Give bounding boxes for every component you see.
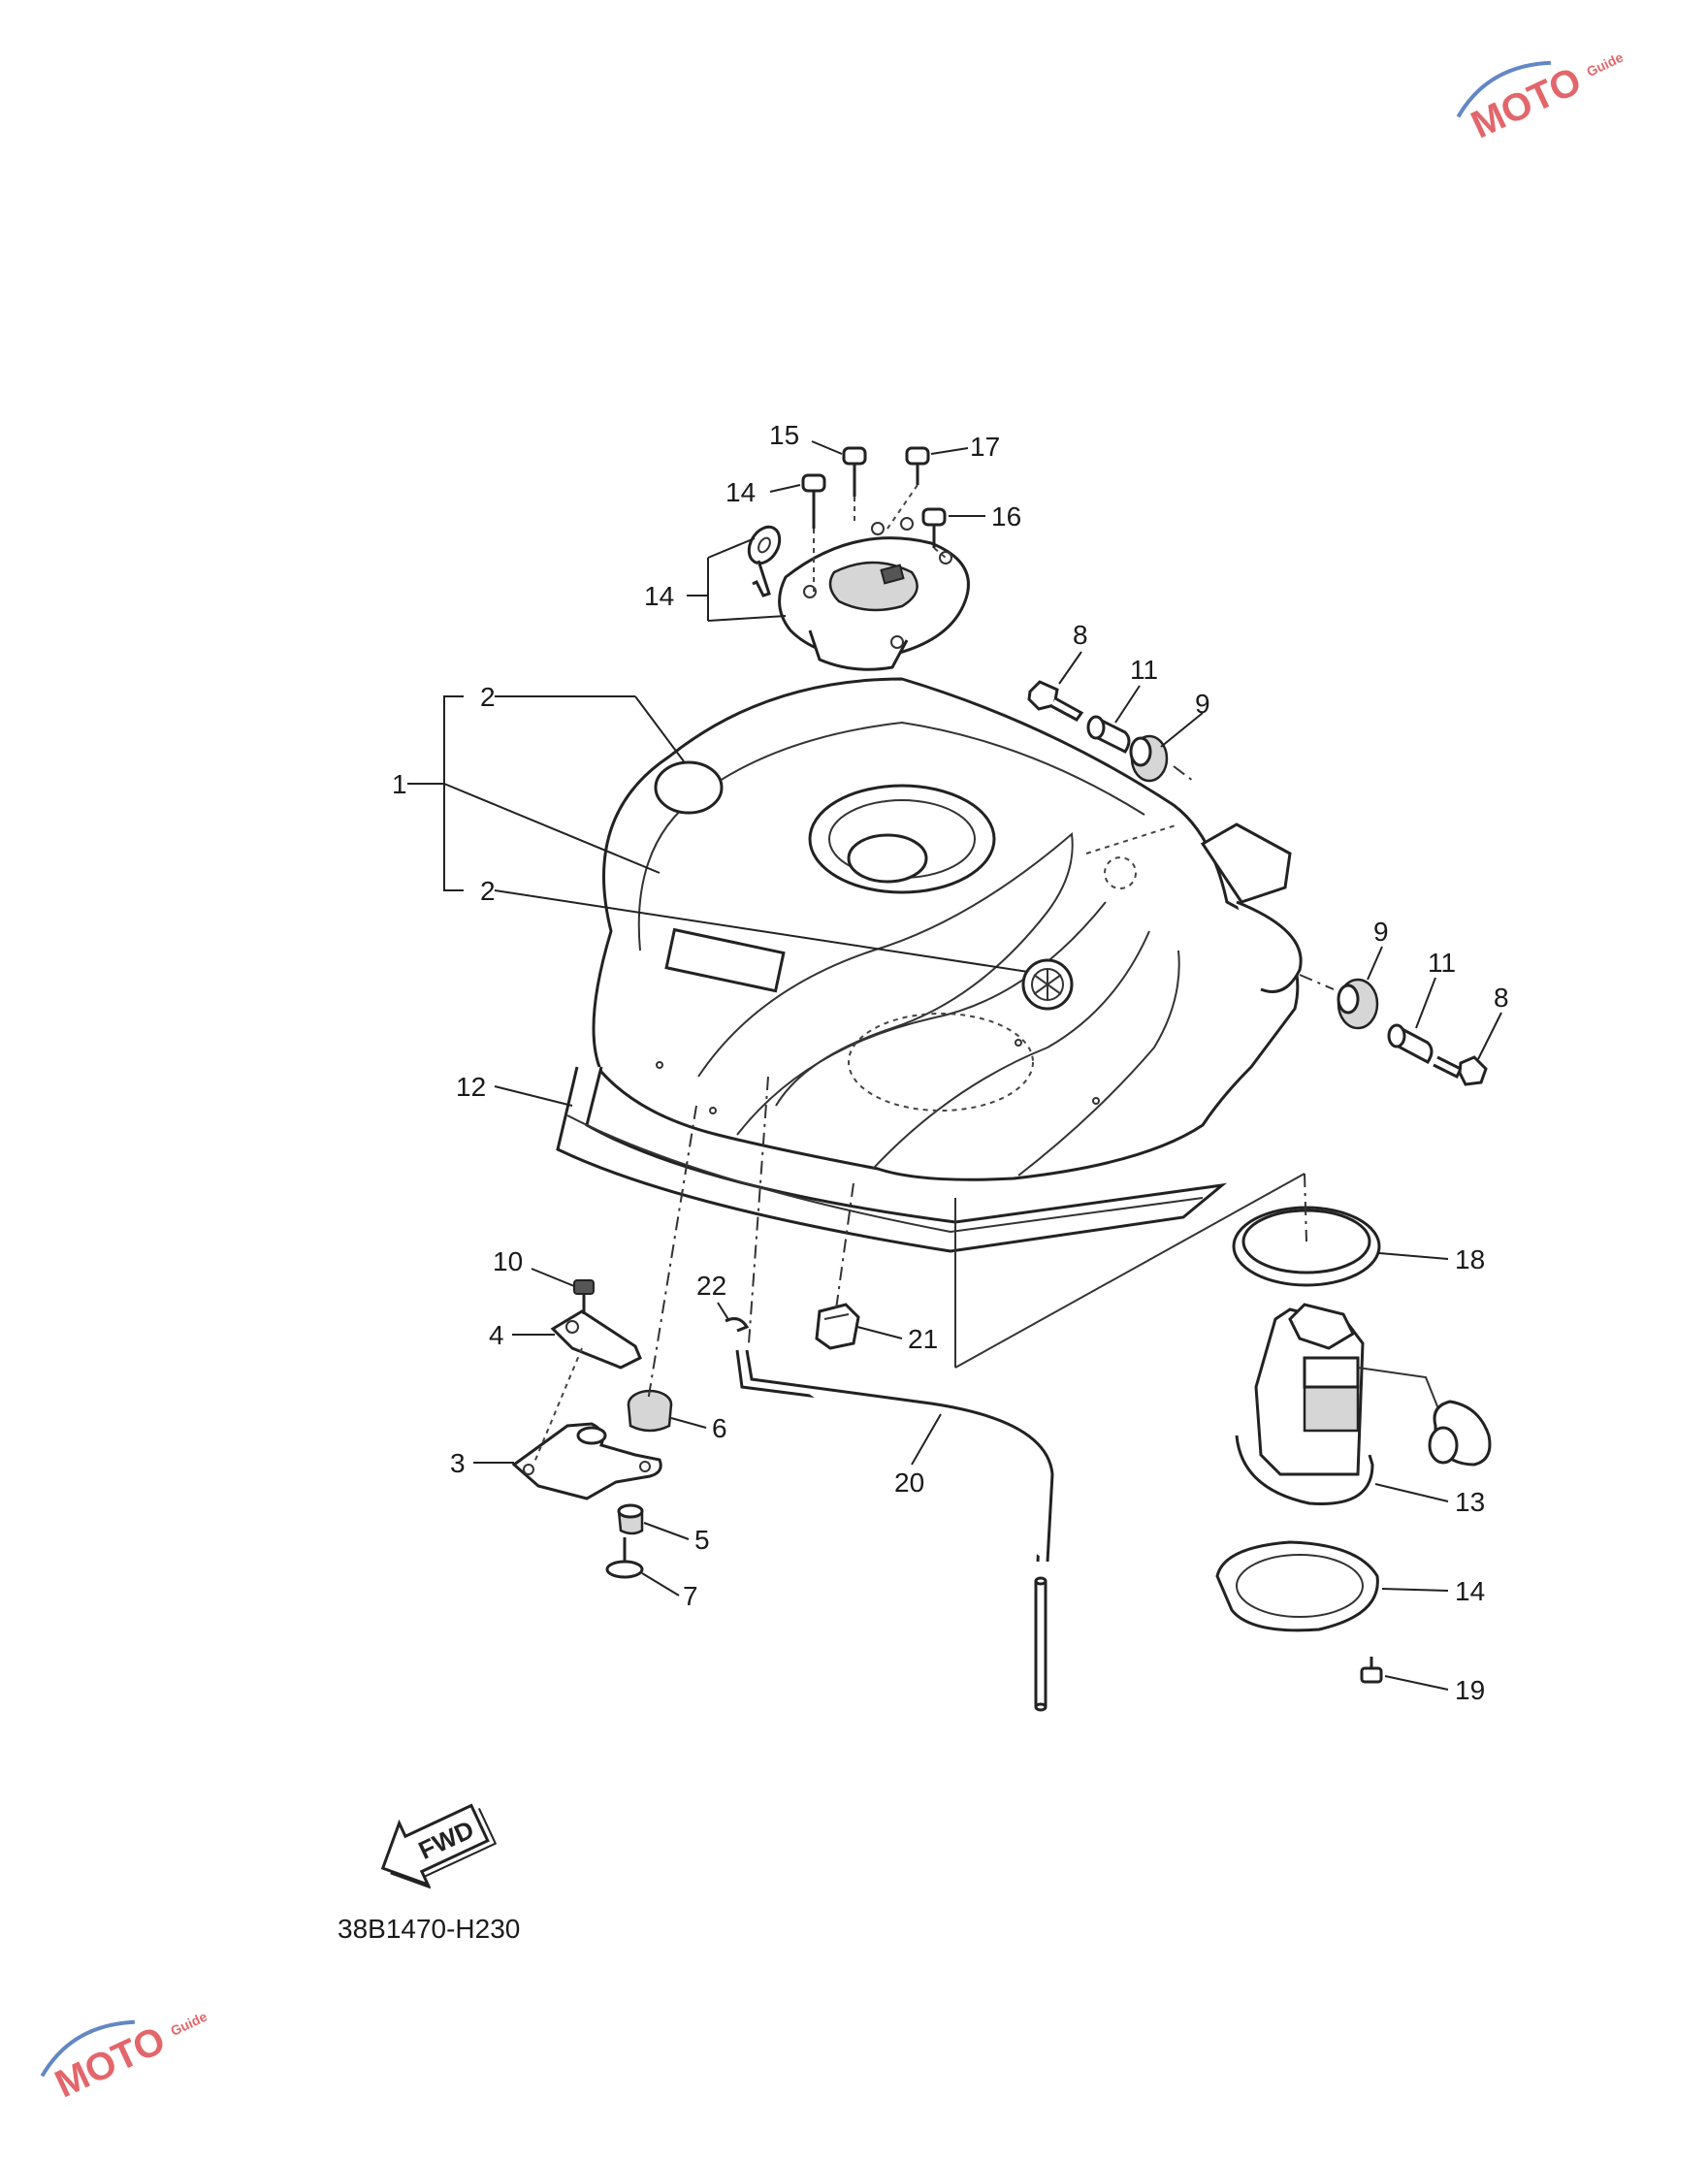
- callout-8-top: 8: [1073, 620, 1088, 650]
- bolt-8-top: [1027, 680, 1084, 722]
- callout-5: 5: [694, 1525, 710, 1555]
- callout-21: 21: [908, 1324, 938, 1354]
- screw-14-right: [921, 507, 947, 548]
- screw-14-left: [801, 473, 826, 529]
- watermark-logo-bottom: MOTO Guide: [40, 2009, 209, 2106]
- callout-9-top: 9: [1195, 689, 1210, 719]
- grommet-9-top: [1129, 734, 1169, 783]
- grommet-9-side: [1337, 978, 1379, 1030]
- emblem-2-top: [654, 760, 724, 815]
- damper-6: [627, 1389, 673, 1433]
- callout-10: 10: [493, 1246, 523, 1276]
- callout-6: 6: [712, 1413, 727, 1443]
- callout-4: 4: [489, 1320, 504, 1350]
- collar-5: [617, 1503, 644, 1535]
- callout-11-top: 11: [1130, 655, 1158, 685]
- callout-18: 18: [1455, 1244, 1485, 1274]
- callout-14-top: 15: [769, 420, 799, 450]
- callout-13: 14: [644, 581, 674, 611]
- fwd-arrow-icon: FWD: [380, 1803, 498, 1889]
- fuel-cap-assembly: [778, 517, 970, 671]
- fuel-tank: [592, 677, 1303, 1181]
- bolt-10: [573, 1279, 595, 1314]
- callout-12: 12: [456, 1072, 486, 1102]
- watermark-sub: Guide: [1584, 49, 1626, 80]
- callout-17: 14: [1455, 1576, 1485, 1606]
- breather-hose-20: [735, 1349, 1054, 1712]
- callout-20: 20: [894, 1468, 924, 1498]
- collar-11-side: [1387, 1023, 1434, 1064]
- callout-14-left: 14: [725, 477, 756, 507]
- gasket-18: [1232, 1206, 1381, 1287]
- callout-14-right: 16: [991, 501, 1021, 532]
- bolt-7: [605, 1537, 644, 1579]
- watermark-sub: Guide: [168, 2009, 209, 2039]
- callout-11-side: 11: [1428, 948, 1456, 978]
- callout-2-bottom: 2: [480, 876, 496, 906]
- callout-7: 7: [683, 1581, 698, 1611]
- watermark-logo-top: MOTO Guide: [1456, 49, 1626, 146]
- callout-1: 1: [392, 769, 407, 799]
- bolt-8-side: [1433, 1055, 1488, 1086]
- watermark-brand: MOTO: [48, 2018, 172, 2106]
- callout-16: 13: [1455, 1487, 1485, 1517]
- callout-9-side: 9: [1373, 917, 1389, 947]
- damper-strip: [556, 1066, 1228, 1253]
- callout-15: 17: [970, 432, 1000, 462]
- callout-8-side: 8: [1494, 983, 1509, 1013]
- bracket-4: [550, 1309, 642, 1370]
- watermark-brand: MOTO: [1465, 59, 1588, 146]
- screw-19: [1360, 1657, 1383, 1684]
- retainer-plate-17: [1215, 1540, 1379, 1632]
- screw-15: [905, 446, 930, 485]
- screw-14-top: [842, 446, 867, 497]
- key-icon: [747, 525, 782, 597]
- callout-3: 3: [450, 1448, 466, 1478]
- diagram-code: 38B1470-H230: [338, 1914, 520, 1944]
- callout-22: 22: [696, 1271, 726, 1301]
- hose-holder-21: [815, 1303, 860, 1350]
- callout-2-top: 2: [480, 682, 496, 712]
- fuel-pump-16: [1235, 1303, 1492, 1505]
- bracket-3: [511, 1422, 662, 1500]
- collar-11-top: [1086, 715, 1131, 754]
- callout-19: 19: [1455, 1675, 1485, 1705]
